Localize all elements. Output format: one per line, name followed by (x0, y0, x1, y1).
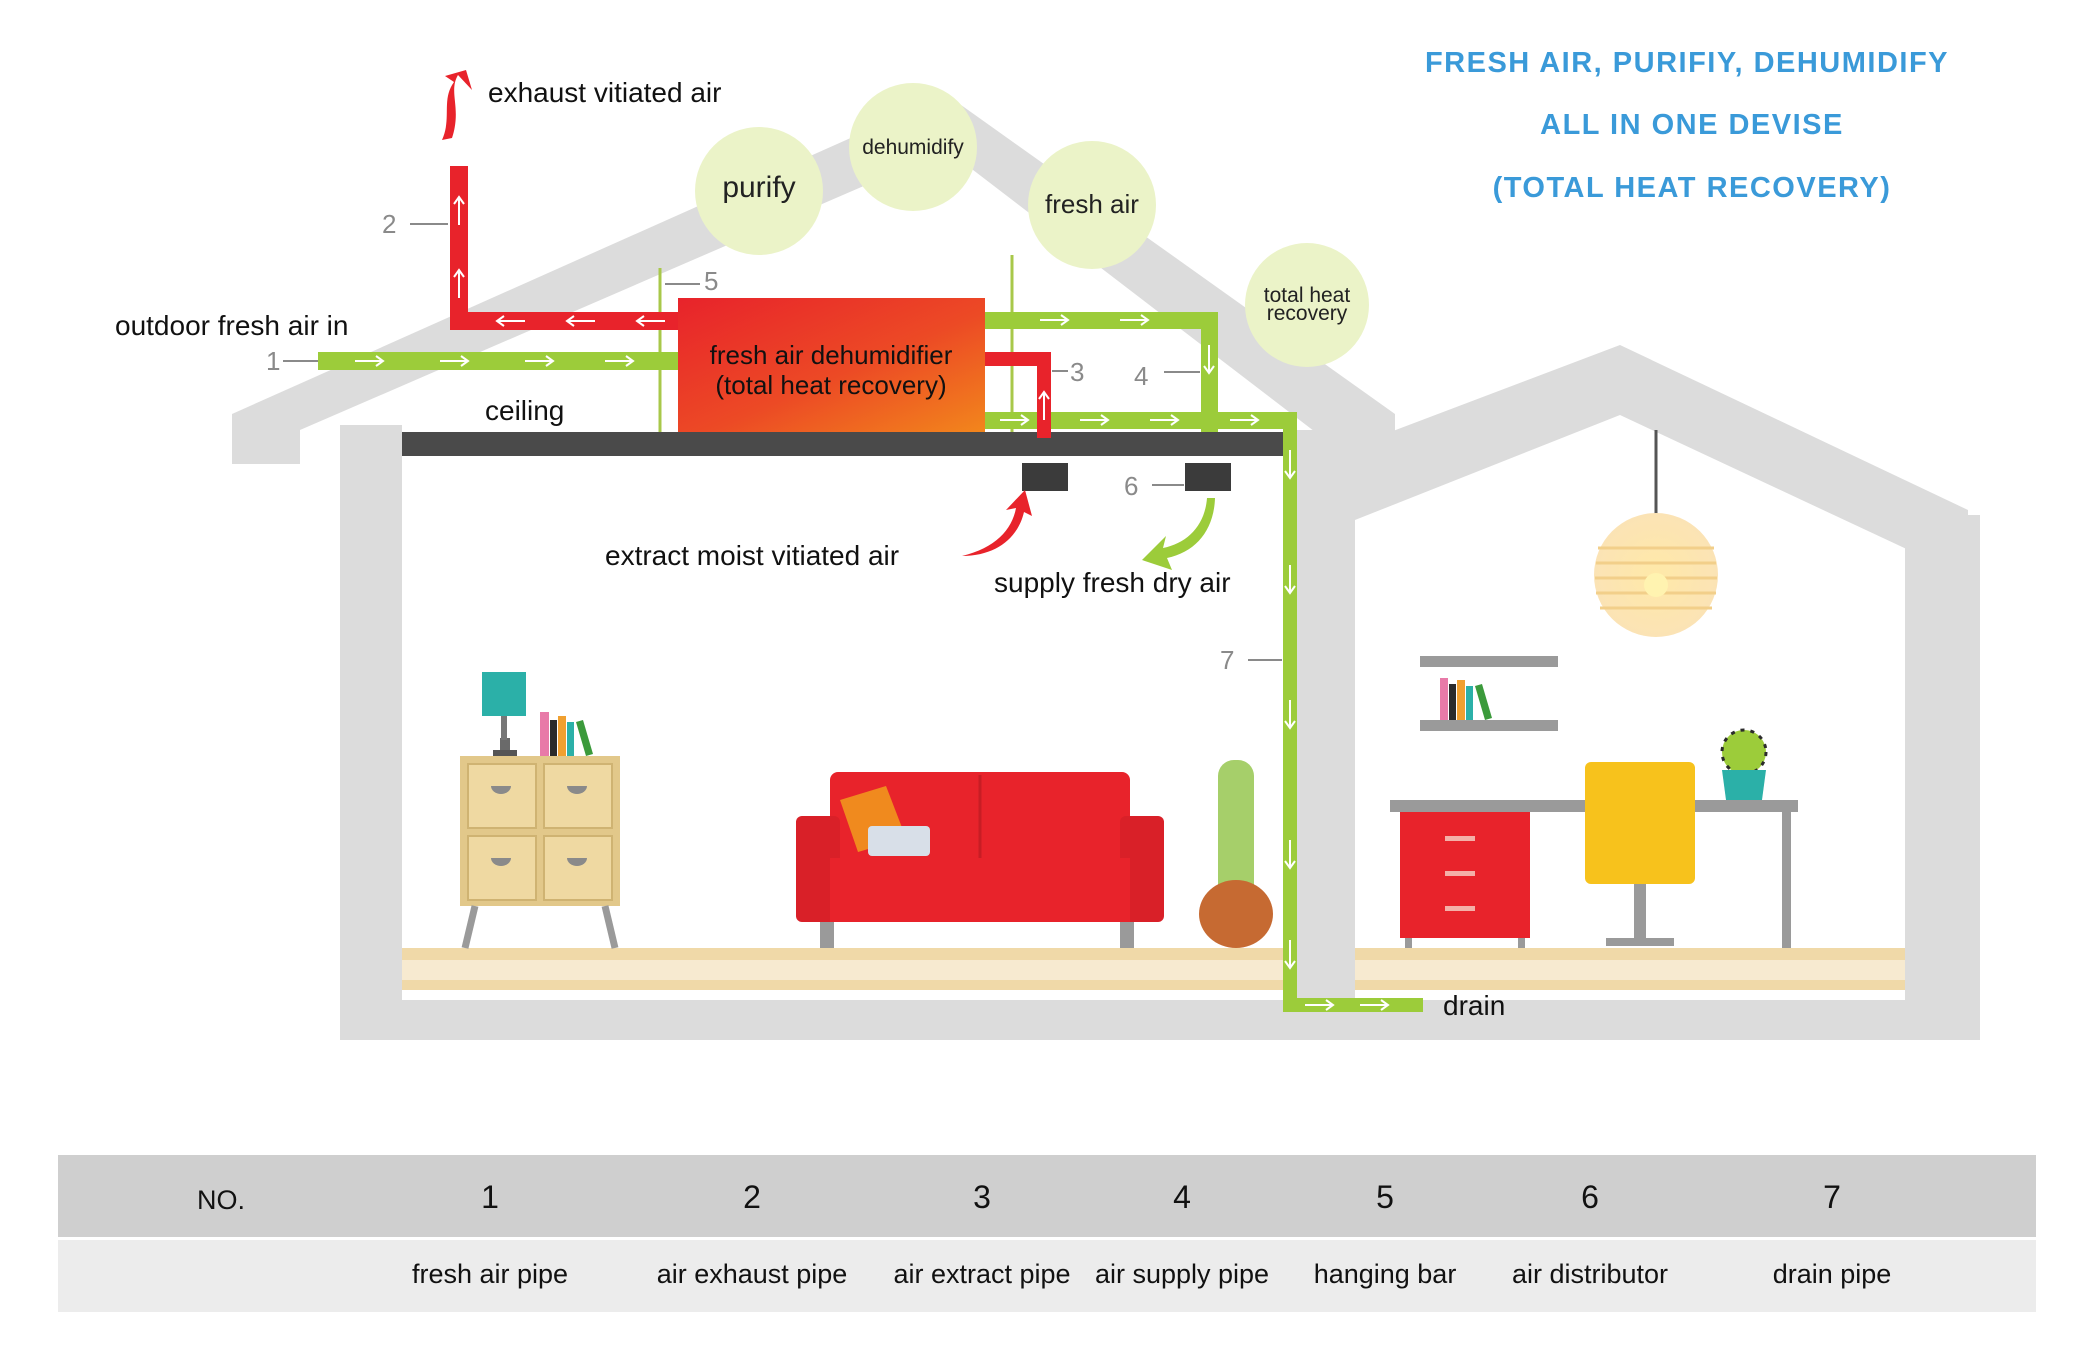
extract-arrow-icon (962, 490, 1032, 556)
bubble-total-heat-label-2: recovery (1267, 302, 1348, 325)
table-name-4: air supply pipe (1095, 1259, 1269, 1289)
main-wall-right (1290, 430, 1355, 1030)
floors (402, 948, 1905, 990)
header-title: FRESH AIR, PURIFIY, DEHUMIDIFY ALL IN ON… (1425, 47, 1949, 204)
title-line-1: FRESH AIR, PURIFIY, DEHUMIDIFY (1425, 47, 1949, 79)
label-exhaust: exhaust vitiated air (488, 77, 721, 108)
living-room-furniture (460, 672, 1273, 949)
dehumidifier-unit: fresh air dehumidifier (total heat recov… (678, 298, 985, 432)
exhaust-arrow-icon (442, 70, 472, 140)
ceiling-slab (402, 432, 1290, 456)
table-number-3: 3 (973, 1179, 991, 1215)
callout-5: 5 (704, 266, 718, 296)
exhaust-pipe-horizontal (450, 312, 678, 330)
bubble-fresh-air-label: fresh air (1045, 189, 1139, 219)
bubble-purify-label: purify (722, 171, 795, 204)
label-drain: drain (1443, 990, 1505, 1021)
callout-leaders (283, 223, 1282, 661)
flow-arrows (355, 195, 1390, 1011)
table-name-5: hanging bar (1314, 1259, 1457, 1289)
small-roof (1290, 345, 1968, 560)
label-outdoor: outdoor fresh air in (115, 310, 348, 341)
bubble-dehumidify (849, 83, 977, 211)
supply-arrow-icon (1142, 498, 1215, 570)
table-number-6: 6 (1581, 1179, 1599, 1215)
supply-grille (1185, 463, 1231, 491)
label-ceiling: ceiling (485, 395, 564, 426)
diagram-labels: exhaust vitiated air outdoor fresh air i… (115, 77, 1505, 1021)
table-name-6: air distributor (1512, 1259, 1668, 1289)
table-name-1: fresh air pipe (412, 1259, 568, 1289)
table-number-2: 2 (743, 1179, 761, 1215)
pipe-legend-table: NO. 1 2 3 4 5 6 7 fresh air pipe air exhaust pi… (58, 1155, 2036, 1312)
label-supply: supply fresh dry air (994, 567, 1231, 598)
table-name-2: air exhaust pipe (657, 1259, 848, 1289)
fresh-air-pipe (318, 352, 678, 370)
main-wall-left (340, 425, 402, 1040)
supply-pipe-top (985, 312, 1218, 329)
hanging-bars (658, 255, 1014, 432)
main-wall-bottom (340, 1000, 1980, 1040)
table-body-row (58, 1240, 2036, 1312)
table-header-row (58, 1155, 2036, 1237)
table-name-3: air extract pipe (893, 1259, 1070, 1289)
bubble-fresh-air (1028, 141, 1156, 269)
extract-grille (1022, 463, 1068, 491)
air-distributors (1022, 463, 1231, 491)
extract-pipe-horizontal (985, 352, 1051, 366)
table-names: fresh air pipe air exhaust pipe air extrac… (412, 1259, 1891, 1289)
callout-4: 4 (1134, 361, 1148, 391)
feature-bubbles: purify dehumidify fresh air total heat r… (695, 83, 1369, 367)
table-number-5: 5 (1376, 1179, 1394, 1215)
table-number-4: 4 (1173, 1179, 1191, 1215)
bubble-total-heat (1245, 243, 1369, 367)
table-numbers: 1 2 3 4 5 6 7 (481, 1179, 1841, 1215)
callout-6: 6 (1124, 471, 1138, 501)
table-number-1: 1 (481, 1179, 499, 1215)
small-wall-right (1905, 515, 1980, 1040)
bubble-purify (695, 127, 823, 255)
table-number-7: 7 (1823, 1179, 1841, 1215)
table-name-7: drain pipe (1773, 1259, 1892, 1289)
unit-label-2: (total heat recovery) (715, 370, 946, 400)
callout-1: 1 (266, 346, 280, 376)
supply-pipe-lower (985, 412, 1285, 429)
unit-body (678, 298, 985, 432)
callout-7: 7 (1220, 645, 1234, 675)
table-header-label: NO. (197, 1185, 245, 1215)
title-line-3: (TOTAL HEAT RECOVERY) (1493, 172, 1892, 204)
title-line-2: ALL IN ONE DEVISE (1540, 109, 1844, 141)
exhaust-pipe-vertical (450, 166, 468, 330)
unit-label-1: fresh air dehumidifier (710, 340, 953, 370)
callout-2: 2 (382, 209, 396, 239)
study-room-furniture (1390, 430, 1798, 948)
bubble-dehumidify-label: dehumidify (862, 136, 964, 159)
house-structure (232, 95, 1980, 1040)
label-extract: extract moist vitiated air (605, 540, 899, 571)
callout-numbers: 1 2 5 3 4 6 7 (266, 209, 1234, 675)
bubble-total-heat-label-1: total heat (1264, 284, 1351, 307)
drain-pipe-horizontal (1283, 998, 1423, 1012)
callout-3: 3 (1070, 357, 1084, 387)
